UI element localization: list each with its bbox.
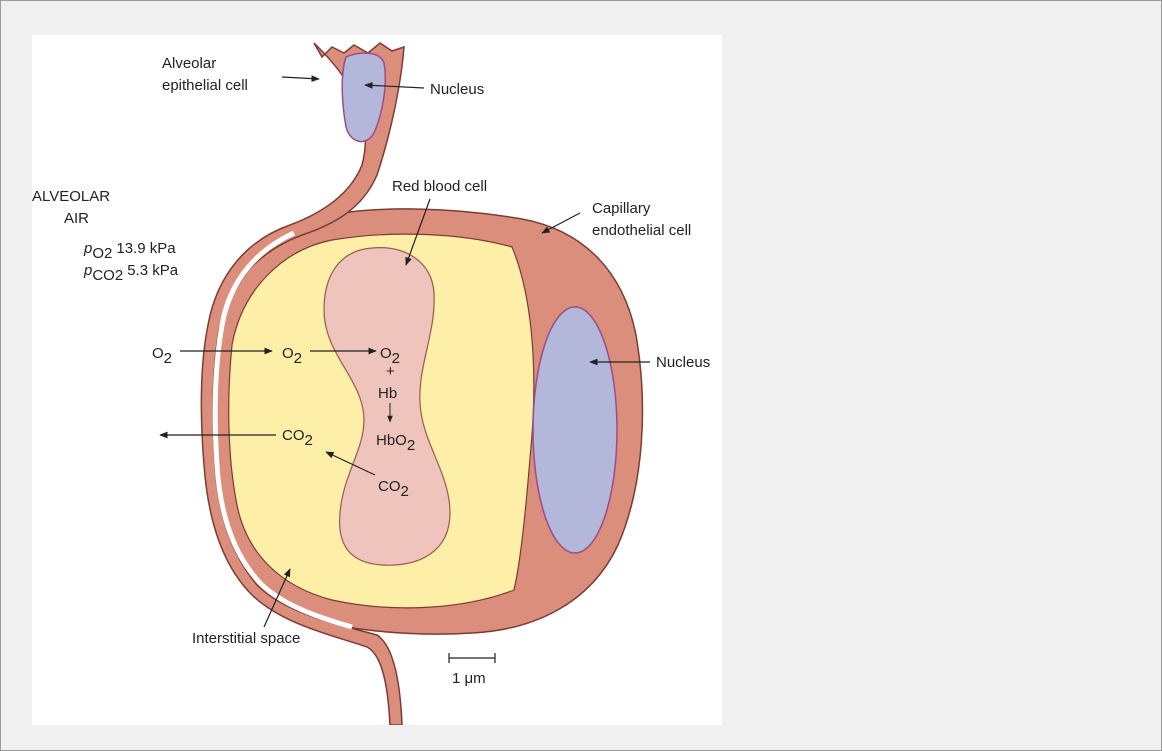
plus-sign: + (386, 363, 395, 380)
label-alveolar-line2: epithelial cell (162, 77, 248, 94)
label-alveolar-air-line2: AIR (64, 210, 89, 227)
label-interstitial-space: Interstitial space (192, 630, 300, 647)
arrow-alveolar-epithelial (282, 77, 319, 79)
label-red-blood-cell: Red blood cell (392, 178, 487, 195)
label-alveolar-air-line1: ALVEOLAR (32, 188, 110, 205)
o2-alveolar: O2 (152, 345, 172, 367)
scale-bar-label: 1 μm (452, 670, 486, 687)
gas-exchange-diagram: Alveolar epithelial cell Nucleus ALVEOLA… (32, 35, 722, 725)
label-capillary-line1: Capillary (592, 200, 651, 217)
hb-label: Hb (378, 385, 397, 402)
scale-bar (449, 653, 495, 663)
label-alveolar-line1: Alveolar (162, 55, 216, 72)
label-nucleus-top: Nucleus (430, 81, 484, 98)
label-capillary-line2: endothelial cell (592, 222, 691, 239)
endothelial-nucleus (533, 307, 617, 553)
arrow-capillary-endothelial (542, 213, 580, 233)
diagram-figure: Alveolar epithelial cell Nucleus ALVEOLA… (32, 35, 722, 725)
label-nucleus-right: Nucleus (656, 354, 710, 371)
